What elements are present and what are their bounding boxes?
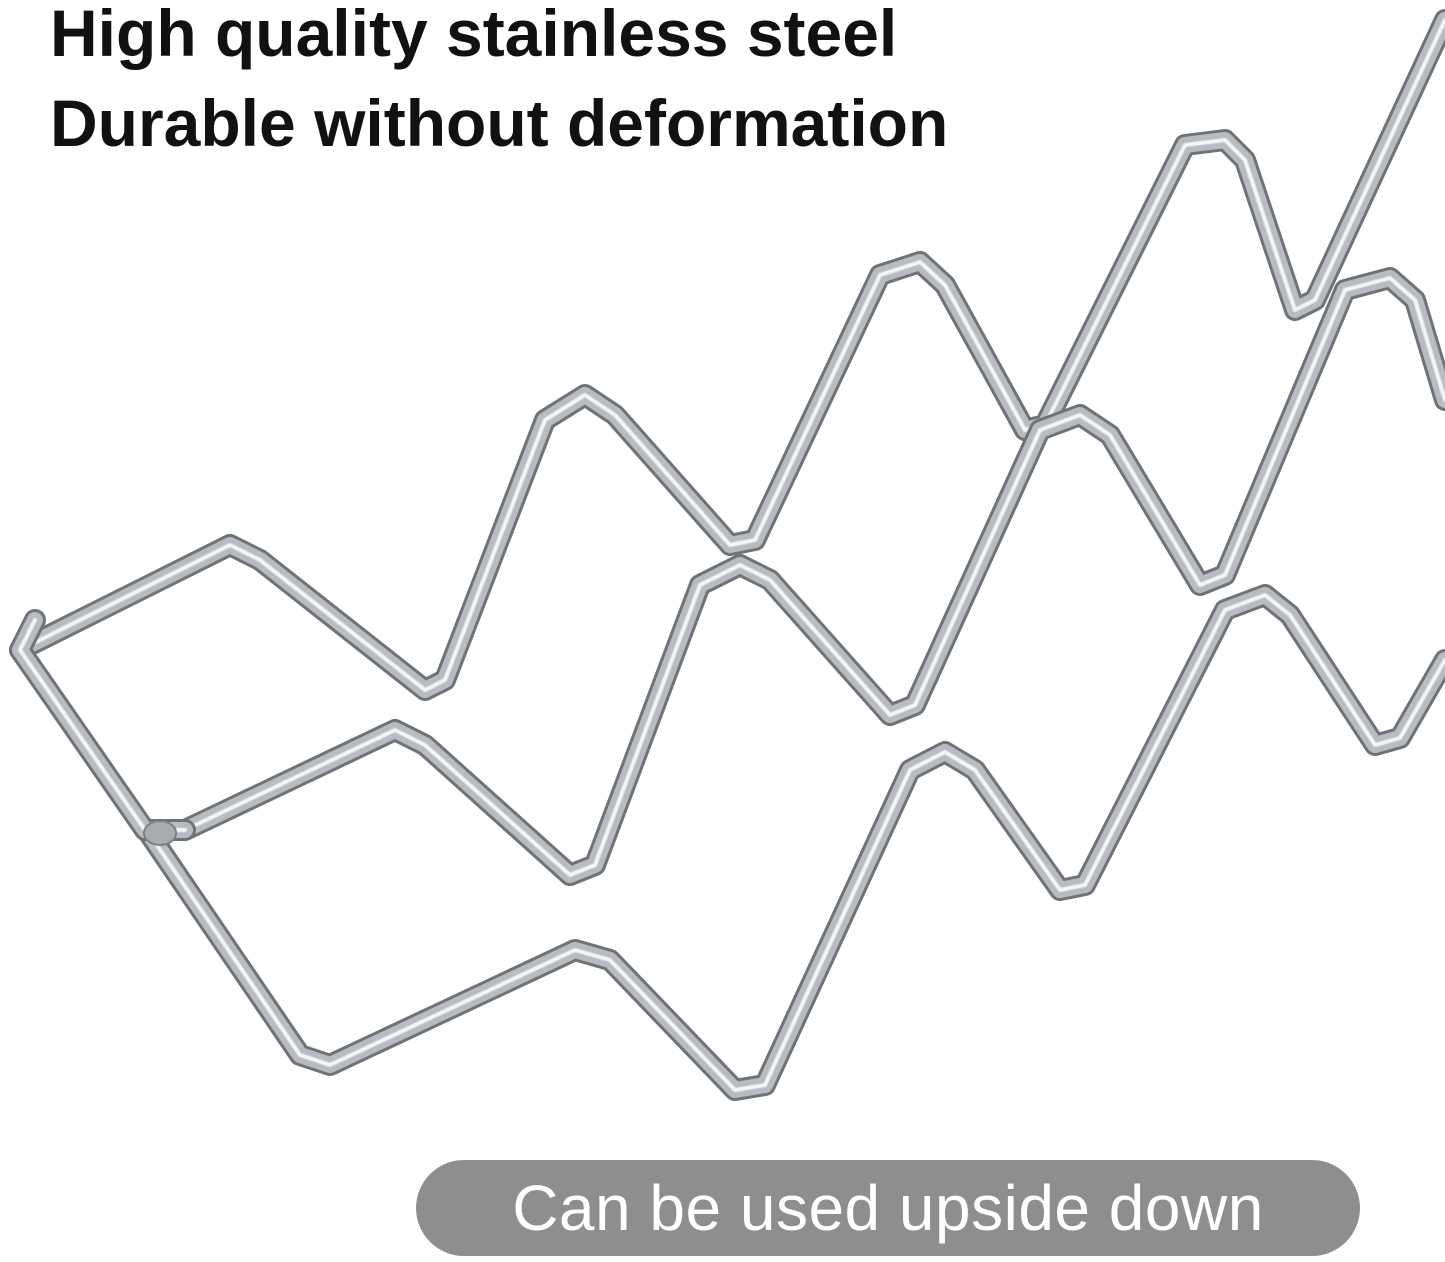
back-rail [9,9,1445,701]
middle-rail [174,267,1445,886]
weld-point [143,820,177,846]
end-connector [9,609,196,841]
wire-rack [9,9,1445,1101]
upside-down-badge: Can be used upside down [416,1160,1360,1256]
headline-line-2: Durable without deformation [50,86,949,160]
headline-line-1: High quality stainless steel [50,0,898,70]
front-rail [139,584,1445,1101]
upside-down-badge-label: Can be used upside down [512,1172,1264,1244]
